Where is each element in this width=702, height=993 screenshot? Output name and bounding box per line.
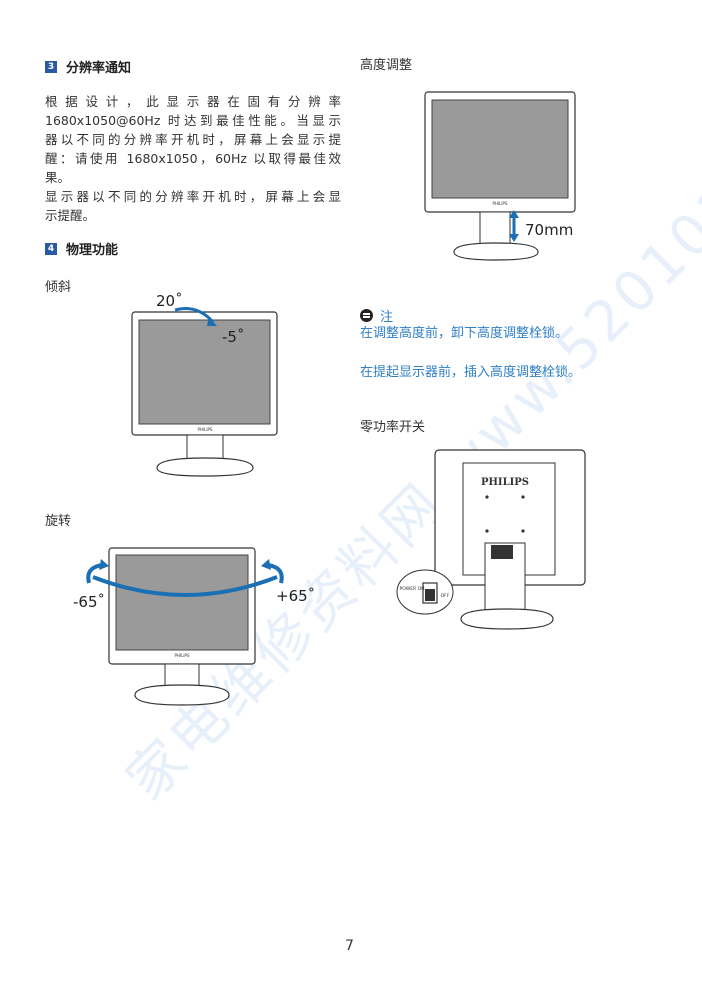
tilt-label: 倾斜 xyxy=(45,280,72,295)
monitor-brand: PHILIPS xyxy=(198,427,213,432)
note-line-2: 在提起显示器前，插入高度调整栓锁。 xyxy=(360,365,582,380)
svg-text:PHILIPS: PHILIPS xyxy=(175,653,190,658)
power-switch-illustration: PHILIPS POWER ON OFF xyxy=(396,449,586,630)
swivel-arrow xyxy=(92,575,278,597)
swivel-illustration: PHILIPS xyxy=(86,547,284,706)
height-value: 70mm xyxy=(525,221,574,239)
resolution-paragraph: 根 据 设 计 ， 此 显 示 器 在 固 有 分 辨 率 1680x1050@… xyxy=(45,92,341,225)
note-line-1: 在调整高度前，卸下高度调整栓锁。 xyxy=(360,326,569,341)
page-number: 7 xyxy=(345,938,354,954)
tilt-illustration: PHILIPS xyxy=(131,307,278,477)
section-4-heading: 4 物理功能 xyxy=(45,239,118,258)
section-number: 4 xyxy=(45,242,57,255)
swivel-label: 旋转 xyxy=(45,514,72,529)
tilt-down-angle: -5˚ xyxy=(222,328,245,346)
swivel-left-angle: -65˚ xyxy=(73,593,105,611)
text-line: 1680x1050@60Hz 时达到最佳性能。当显示 xyxy=(45,113,341,128)
power-off-label: OFF xyxy=(441,593,450,599)
height-label: 高度调整 xyxy=(360,58,413,73)
section-number: 3 xyxy=(45,60,57,73)
text-line: 果。 xyxy=(45,170,71,185)
power-on-label: POWER ON xyxy=(399,586,424,592)
note-heading: 注 xyxy=(360,306,393,325)
height-illustration: PHILIPS xyxy=(424,91,576,261)
swivel-right-angle: +65˚ xyxy=(276,587,316,605)
text-line: 器以不同的分辨率开机时，屏幕上会显示提 xyxy=(45,132,341,147)
back-brand: PHILIPS xyxy=(481,477,529,488)
section-title: 分辨率通知 xyxy=(66,61,132,76)
tilt-up-angle: 20˚ xyxy=(156,292,183,310)
note-title: 注 xyxy=(380,310,394,325)
svg-text:PHILIPS: PHILIPS xyxy=(493,201,508,206)
note-icon xyxy=(360,309,373,322)
text-line: 醒：请使用 1680x1050，60Hz 以取得最佳效 xyxy=(45,151,341,166)
text-line: 根 据 设 计 ， 此 显 示 器 在 固 有 分 辨 率 xyxy=(45,94,341,109)
power-switch-label: 零功率开关 xyxy=(360,420,426,435)
section-title: 物理功能 xyxy=(66,243,119,258)
text-line: 显示器以不同的分辨率开机时，屏幕上会显 xyxy=(45,189,341,204)
section-3-heading: 3 分辨率通知 xyxy=(45,57,131,76)
text-line: 示提醒。 xyxy=(45,208,96,223)
